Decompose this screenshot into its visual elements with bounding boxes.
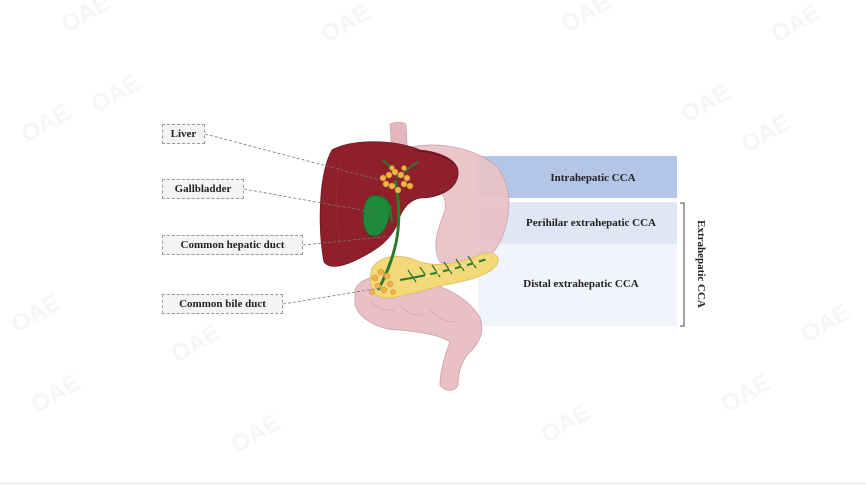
distal-cca-label: Distal extrahepatic CCA — [523, 278, 639, 290]
gallbladder-leader-line — [243, 188, 373, 213]
perihilar-band — [478, 202, 677, 244]
tumor-cluster-hilar — [379, 165, 414, 194]
common-bile-duct-label: Common bile duct — [162, 294, 283, 314]
cystic-duct-path — [389, 204, 393, 223]
colon-folds — [369, 299, 456, 323]
intrahepatic-cca-label: Intrahepatic CCA — [550, 172, 636, 184]
distal-band — [478, 244, 677, 326]
intrahepatic-band — [478, 156, 677, 198]
liver-leader-line — [204, 133, 381, 181]
pancreas-lobules — [424, 254, 492, 280]
tumor-cluster-distal — [369, 268, 396, 295]
liver-lobe-line — [414, 151, 456, 166]
liver-label: Liver — [162, 124, 205, 144]
gallbladder-label: Gallbladder — [162, 179, 244, 199]
common-bile-duct-leader-line — [282, 287, 381, 305]
extrahepatic-bracket — [680, 202, 685, 327]
bottom-divider — [0, 483, 866, 484]
gallbladder-shape — [362, 195, 391, 237]
common-hepatic-duct-label: Common hepatic duct — [162, 235, 303, 255]
liver-highlight — [336, 159, 341, 246]
perihilar-cca-label: Perihilar extrahepatic CCA — [526, 217, 656, 229]
extrahepatic-cca-label: Extrahepatic CCA — [695, 220, 707, 308]
pancreatic-duct-path — [399, 257, 491, 281]
